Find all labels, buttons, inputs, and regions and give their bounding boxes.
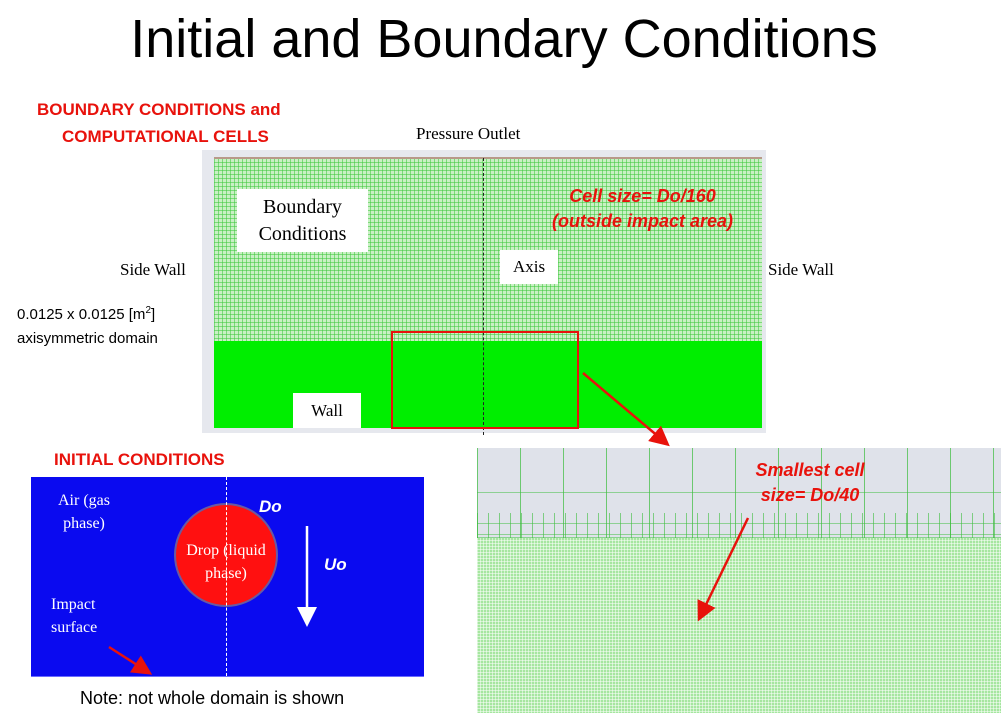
cell-size-label: Cell size= Do/160 (outside impact area) xyxy=(540,184,745,234)
smallest-cell-label: Smallest cell size= Do/40 xyxy=(720,458,900,508)
fine-zoom-cells xyxy=(477,538,1001,713)
smallest-line2: size= Do/40 xyxy=(760,485,860,505)
box-label-1: Boundary xyxy=(263,196,342,218)
boundary-conditions-box: Boundary Conditions xyxy=(237,189,368,252)
impact-arrow xyxy=(108,645,153,675)
air-label: Air (gas phase) xyxy=(49,489,119,535)
pressure-outlet-label: Pressure Outlet xyxy=(416,124,521,143)
impact-surface-label: Impact surface xyxy=(51,593,97,639)
cell-size-line1: Cell size= Do/160 xyxy=(569,186,716,206)
mesh-panel: Boundary Conditions Axis Wall xyxy=(202,150,766,435)
box-label-2: Conditions xyxy=(258,223,347,245)
smallest-cell-arrow xyxy=(697,517,750,622)
air-line2: phase) xyxy=(63,515,105,532)
air-line1: Air (gas xyxy=(58,492,110,509)
cell-size-line2: (outside impact area) xyxy=(551,211,734,231)
zoomed-mesh-panel xyxy=(477,448,1001,713)
domain-size-sup: 2 xyxy=(145,305,151,316)
domain-size-text: 0.0125 x 0.0125 [m xyxy=(17,306,146,323)
wall-label: Wall xyxy=(293,393,361,428)
impact-line2: surface xyxy=(51,619,98,636)
boundary-heading-1: BOUNDARY CONDITIONS and xyxy=(37,100,281,119)
impact-line1: Impact xyxy=(51,596,96,613)
initial-conditions-panel: Air (gas phase) Drop (liquid phase) Do U… xyxy=(31,477,424,677)
smallest-line1: Smallest cell xyxy=(755,460,865,480)
impact-area-highlight xyxy=(391,331,579,429)
ic-axis-line xyxy=(226,477,227,676)
domain-size-end: ] xyxy=(151,306,156,323)
slide-title: Initial and Boundary Conditions xyxy=(130,9,878,69)
note-text: Note: not whole domain is shown xyxy=(80,688,345,708)
axis-line xyxy=(483,158,484,435)
uo-label: Uo xyxy=(324,555,347,574)
domain-type-label: axisymmetric domain xyxy=(17,330,158,347)
side-wall-right-label: Side Wall xyxy=(768,260,834,279)
drop-line1: Drop (liquid xyxy=(186,542,266,559)
boundary-heading-2: COMPUTATIONAL CELLS xyxy=(62,127,269,146)
zoom-arrow xyxy=(582,372,670,447)
side-wall-left-label: Side Wall xyxy=(120,260,186,279)
domain-size-label: 0.0125 x 0.0125 [m2] xyxy=(17,305,155,323)
initial-heading: INITIAL CONDITIONS xyxy=(54,450,225,469)
axis-label: Axis xyxy=(500,250,558,284)
drop-line2: phase) xyxy=(205,565,247,582)
do-label: Do xyxy=(259,497,282,516)
drop-label: Drop (liquid phase) xyxy=(171,539,281,585)
